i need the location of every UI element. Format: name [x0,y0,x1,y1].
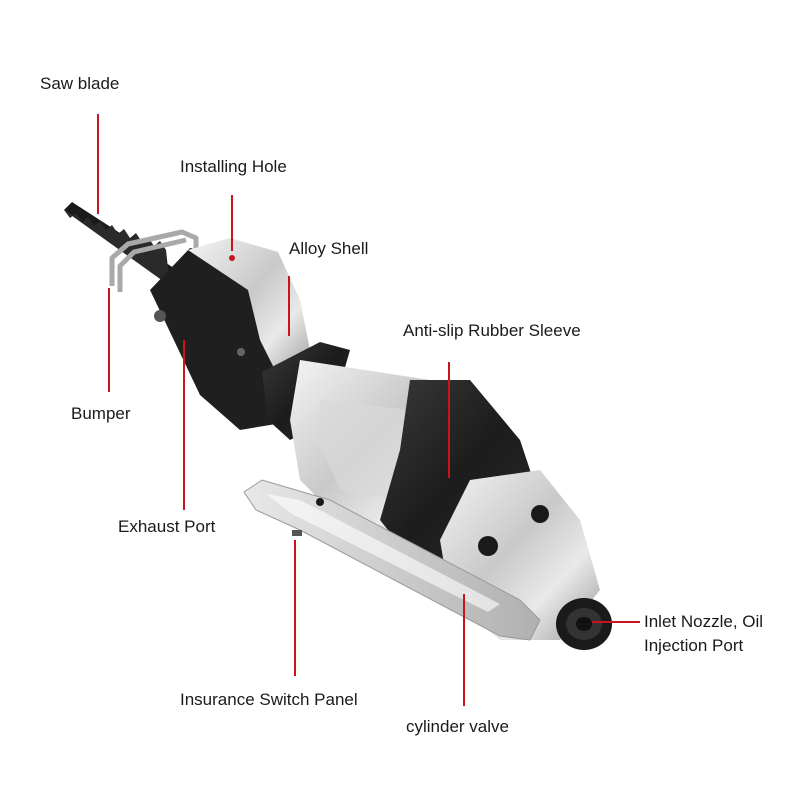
bumper-leader [108,288,110,392]
label-inlet-nozzle-line1: Inlet Nozzle, Oil [644,612,764,631]
installing-hole-leader [231,195,233,251]
exhaust-port-leader [183,340,185,510]
insurance-switch-panel-leader [294,540,296,676]
label-installing-hole: Installing Hole [180,157,287,176]
insurance-switch-panel [243,479,541,641]
label-insurance-switch-panel: Insurance Switch Panel [180,690,358,709]
label-bumper: Bumper [71,404,131,423]
saw-blade-leader [97,114,99,214]
alloy-shell-leader [288,276,290,336]
label-cylinder-valve: cylinder valve [406,717,509,736]
front-housing [150,238,310,430]
saw-blade [64,202,180,286]
inlet-nozzle [556,598,612,650]
main-body [262,342,600,640]
bumper [109,229,199,292]
label-inlet-nozzle-line2: Injection Port [644,636,744,655]
anti-slip-rubber-sleeve-leader [448,362,450,478]
label-saw-blade: Saw blade [40,74,120,93]
label-anti-slip-rubber-sleeve: Anti-slip Rubber Sleeve [403,321,581,340]
label-alloy-shell: Alloy Shell [289,239,369,258]
label-exhaust-port: Exhaust Port [118,517,216,536]
cylinder-valve-leader [463,594,465,706]
inlet-nozzle-leader [592,621,640,623]
